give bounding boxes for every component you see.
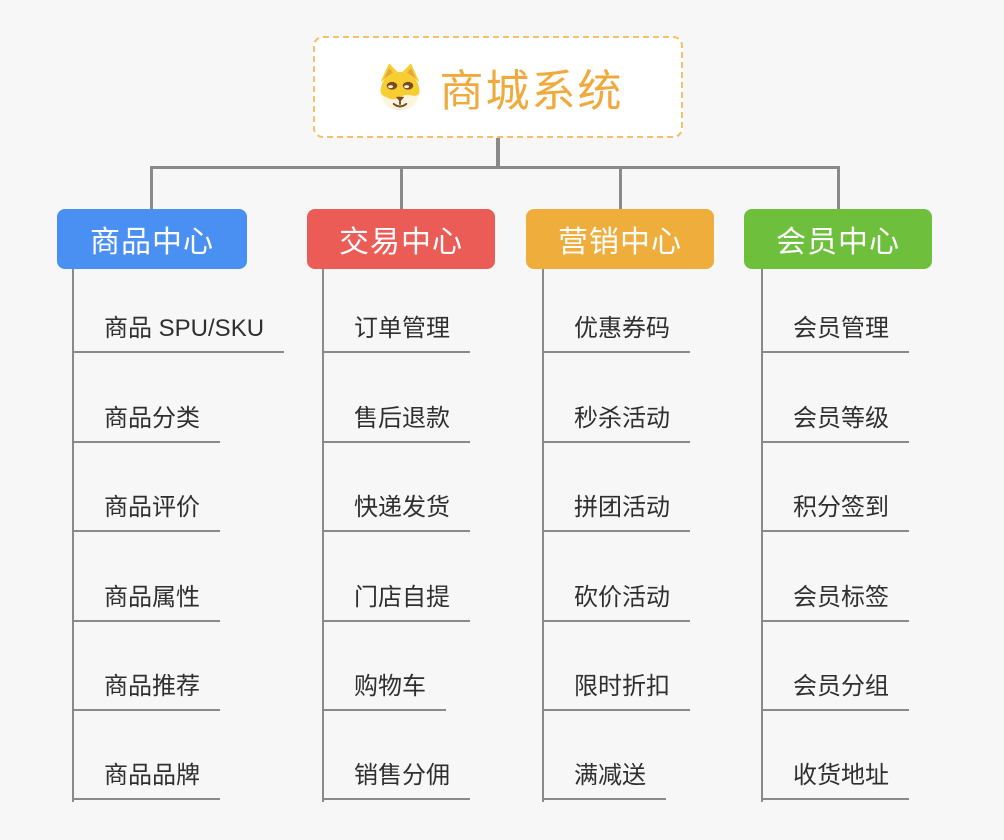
leaf-node[interactable]: 商品 SPU/SKU: [72, 308, 285, 354]
column-spine-line: [542, 269, 544, 802]
leaf-node[interactable]: 会员等级: [761, 398, 909, 443]
branch-drop-line: [837, 166, 840, 209]
column-spine-line: [72, 269, 74, 802]
column-spine-line: [761, 269, 763, 802]
leaf-node[interactable]: 销售分佣: [322, 755, 470, 801]
root-node[interactable]: 商城系统: [313, 36, 683, 138]
leaf-node[interactable]: 拼团活动: [542, 487, 690, 533]
leaf-node[interactable]: 收货地址: [761, 755, 909, 801]
leaf-node[interactable]: 优惠券码: [542, 308, 690, 354]
trunk-horizontal-line: [150, 166, 838, 169]
leaf-node[interactable]: 会员分组: [761, 666, 909, 711]
branch-children-marketing: 优惠券码 秒杀活动 拼团活动 砍价活动 限时折扣 满减送: [542, 264, 777, 801]
branch-children-member: 会员管理 会员等级 积分签到 会员标签 会员分组 收货地址: [761, 264, 996, 801]
branch-drop-line: [150, 166, 153, 209]
leaf-node[interactable]: 订单管理: [322, 308, 470, 354]
leaf-node[interactable]: 积分签到: [761, 487, 909, 533]
leaf-node[interactable]: 限时折扣: [542, 666, 690, 711]
leaf-node[interactable]: 商品推荐: [72, 666, 220, 711]
leaf-node[interactable]: 秒杀活动: [542, 398, 690, 443]
branch-drop-line: [400, 166, 403, 209]
branch-drop-line: [619, 166, 622, 209]
leaf-node[interactable]: 售后退款: [322, 398, 470, 443]
branch-node-member-center[interactable]: 会员中心: [744, 209, 932, 269]
leaf-node[interactable]: 门店自提: [322, 577, 470, 622]
leaf-node[interactable]: 商品属性: [72, 577, 220, 622]
dog-face-icon: [380, 63, 419, 111]
branch-node-product-center[interactable]: 商品中心: [57, 209, 247, 269]
branch-children-product: 商品 SPU/SKU 商品分类 商品评价 商品属性 商品推荐 商品品牌: [72, 264, 307, 801]
leaf-node[interactable]: 商品评价: [72, 487, 220, 533]
branch-node-marketing-center[interactable]: 营销中心: [526, 209, 714, 269]
leaf-node[interactable]: 购物车: [322, 666, 446, 711]
leaf-node[interactable]: 快递发货: [322, 487, 470, 533]
leaf-node[interactable]: 砍价活动: [542, 577, 690, 622]
branch-node-trade-center[interactable]: 交易中心: [307, 209, 495, 269]
branch-children-trade: 订单管理 售后退款 快递发货 门店自提 购物车 销售分佣: [322, 264, 557, 801]
root-title: 商城系统: [439, 67, 624, 116]
leaf-node[interactable]: 会员标签: [761, 577, 909, 622]
root-connector-line: [496, 137, 500, 168]
leaf-node[interactable]: 会员管理: [761, 308, 909, 354]
leaf-node[interactable]: 满减送: [542, 755, 666, 801]
leaf-node[interactable]: 商品品牌: [72, 755, 220, 801]
column-spine-line: [322, 269, 324, 802]
leaf-node[interactable]: 商品分类: [72, 398, 220, 443]
